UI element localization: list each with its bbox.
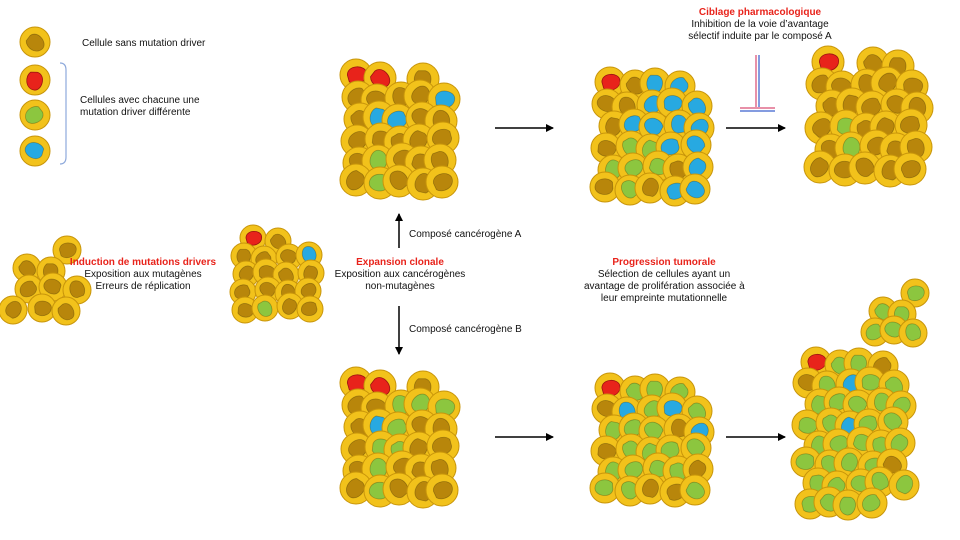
cell-blue — [19, 135, 51, 167]
cell-green — [589, 472, 621, 504]
cell-brown — [634, 473, 666, 505]
targeting-line2: sélectif induite par le composé A — [688, 31, 832, 42]
cell-brown — [62, 275, 92, 305]
expansion-line1: Exposition aux cancérogènes — [334, 269, 466, 280]
cluster-bottom-progression — [589, 372, 715, 508]
cell-green — [679, 474, 711, 506]
cell-green — [900, 278, 930, 308]
cell-green — [19, 99, 51, 131]
expansion-title: Expansion clonale — [356, 257, 444, 268]
cell-brown — [339, 471, 373, 505]
cluster-top-expansion — [339, 58, 461, 201]
cell-brown — [27, 293, 57, 323]
cell-brown — [634, 172, 666, 204]
cell-green — [832, 489, 864, 521]
progression-line2: avantage de prolifération associée à — [584, 281, 745, 292]
cell-brown — [19, 26, 51, 58]
progression-line1: Sélection de cellules ayant un — [597, 269, 731, 280]
legend-label-no-driver: Cellule sans mutation driver — [82, 38, 206, 49]
targeting-title: Ciblage pharmacologique — [698, 7, 822, 18]
cluster-top-targeted — [803, 45, 934, 188]
cluster-bottom-metastatic — [790, 346, 920, 521]
cluster-bottom-spread — [860, 278, 930, 348]
cell-brown — [425, 473, 459, 507]
induction-line1: Exposition aux mutagènes — [84, 269, 202, 280]
cell-brown — [803, 150, 837, 184]
legend-label-driver-line1: Cellules avec chacune une — [80, 95, 200, 106]
cluster-mixed-initial — [229, 224, 325, 324]
legend-bracket — [59, 62, 67, 165]
cluster-top-progression — [589, 66, 715, 207]
cell-green — [856, 487, 888, 519]
cell-brown — [0, 295, 28, 325]
expansion-line2: non-mutagènes — [365, 281, 435, 292]
progression-title: Progression tumorale — [612, 257, 716, 268]
compound-a-label: Composé cancérogène A — [409, 229, 522, 240]
compound-b-label: Composé cancérogène B — [409, 324, 522, 335]
legend-label-driver: Cellules avec chacune une mutation drive… — [80, 95, 200, 119]
cell-green — [251, 294, 279, 322]
cell-brown — [848, 151, 882, 185]
expansion-text: Expansion clonale Exposition aux cancéro… — [327, 257, 473, 293]
cell-brown — [425, 165, 459, 199]
progression-line3: leur empreinte mutationnelle — [600, 293, 728, 304]
cell-blue — [679, 173, 711, 205]
cluster-bottom-expansion — [339, 366, 461, 509]
targeting-text: Ciblage pharmacologique Inhibition de la… — [680, 7, 840, 43]
cell-brown — [231, 296, 259, 324]
targeting-line1: Inhibition de la voie d’avantage — [691, 19, 829, 30]
cell-brown — [296, 295, 324, 323]
legend-label-driver-line2: mutation driver différente — [80, 107, 191, 118]
cell-brown — [893, 152, 927, 186]
cluster-normal-pyramid — [0, 235, 92, 326]
induction-line2: Erreurs de réplication — [95, 281, 191, 292]
cell-brown — [276, 292, 304, 320]
inhibitor-symbol — [740, 55, 775, 112]
cell-green — [888, 469, 920, 501]
cell-brown — [51, 296, 81, 326]
progression-text: Progression tumorale Sélection de cellul… — [584, 257, 745, 305]
cell-green — [898, 318, 928, 348]
induction-title: Induction de mutations drivers — [69, 257, 217, 268]
cell-red — [19, 64, 51, 96]
induction-text: Induction de mutations drivers Expositio… — [68, 257, 218, 293]
cell-brown — [52, 235, 82, 265]
